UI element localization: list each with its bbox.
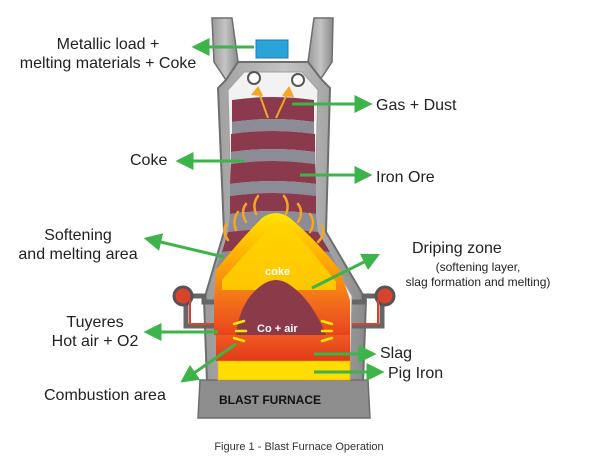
combustion-label: Combustion area [44, 387, 166, 404]
coke-inner-label: coke [265, 266, 291, 278]
hot-core [236, 280, 326, 335]
ore-band-3 [230, 181, 316, 196]
gas-port-right [291, 73, 305, 87]
driping-zone-label: Driping zone [412, 240, 502, 257]
gas-port-left [247, 71, 261, 85]
callout-arrows [143, 38, 385, 383]
arrow-softening [143, 233, 225, 259]
arrow-combustion [180, 342, 237, 383]
slag-label: Slag [380, 345, 413, 362]
ore-band-1 [232, 119, 314, 134]
arrow-driping [311, 253, 381, 290]
pig-iron-label: Pig Iron [388, 365, 444, 382]
coke-band-1 [232, 97, 314, 122]
figure-caption: Figure 1 - Blast Furnace Operation [214, 441, 384, 453]
blast-furnace-label: BLAST FURNACE [219, 393, 321, 407]
hopper-box [255, 39, 289, 59]
melting-heat-arrows [223, 194, 325, 244]
coke-band-2 [231, 131, 315, 152]
metallic-load-label: Metallic load + melting materials + Coke [19, 36, 197, 72]
coke-band-4 [230, 193, 316, 214]
coke-label: Coke [130, 152, 168, 169]
tuyeres-label: Tuyeres Hot air + O2 [51, 314, 139, 350]
melting-zone-glow [222, 223, 336, 290]
co-air-inner-label: Co + air [257, 323, 298, 335]
gas-dust-label: Gas + Dust [376, 97, 457, 114]
rising-heat-arrows [251, 86, 294, 119]
softening-label: Softening and melting area [18, 227, 138, 263]
iron-ore-label: Iron Ore [376, 169, 435, 186]
tuyeres [172, 285, 396, 329]
coke-band-3 [230, 161, 316, 184]
combustion-dashes [232, 319, 334, 343]
top-chimney [211, 17, 334, 82]
driping-zone-sublabel: (softening layer, slag formation and mel… [405, 260, 551, 289]
ore-band-2 [231, 149, 315, 164]
